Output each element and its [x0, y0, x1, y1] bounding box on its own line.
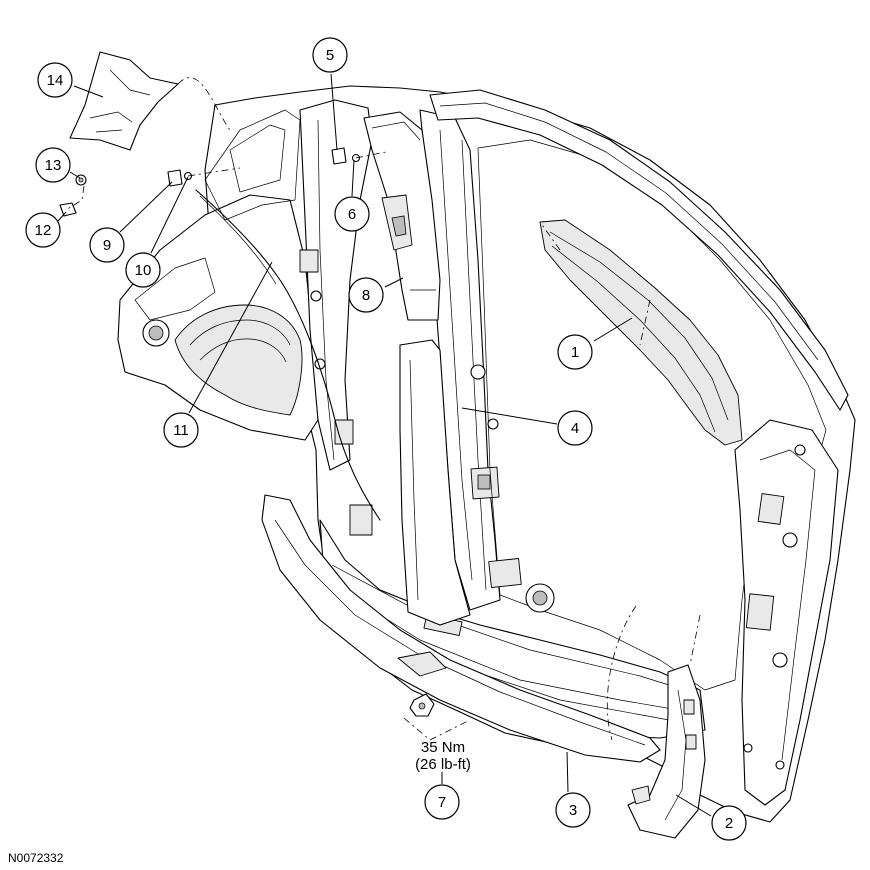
callout-2-circle — [711, 805, 747, 841]
callout-6-circle — [334, 196, 370, 232]
callout-6-label: 6 — [348, 206, 356, 223]
callout-13-circle — [35, 147, 71, 183]
callout-10-leader — [150, 176, 189, 254]
assembly-dashed-lines — [65, 77, 701, 741]
part-14-quarter-trim-panel — [69, 51, 179, 151]
callout-8-circle — [348, 277, 384, 313]
callout-1-label: 1 — [571, 344, 579, 361]
part-5-clip — [331, 147, 347, 165]
callout-2-label: 2 — [725, 815, 733, 832]
callout-10-label: 10 — [135, 262, 152, 279]
callout-4-leader — [461, 407, 558, 425]
callout-11-leader — [188, 261, 273, 414]
torque-imperial: (26 lb-ft) — [415, 756, 471, 773]
callout-13-leader — [69, 171, 81, 179]
part-3-scuff-plate — [261, 494, 661, 763]
callout-1-leader — [593, 317, 633, 342]
callout-5-leader — [330, 73, 338, 151]
callout-9-leader — [119, 181, 173, 233]
callout-11-label: 11 — [173, 422, 189, 439]
part-11-wiring — [195, 189, 381, 521]
part-2-cowl-side-trim — [627, 664, 706, 839]
callout-12-leader — [57, 211, 67, 222]
callout-7-label: 7 — [438, 794, 446, 811]
callout-6-leader — [351, 159, 355, 197]
callout-2-leader — [675, 794, 712, 817]
callout-9-circle — [89, 227, 125, 263]
part-7-bolt — [409, 693, 435, 717]
callout-1-circle — [557, 334, 593, 370]
callout-3-leader — [566, 751, 569, 793]
callout-14-leader — [73, 85, 104, 98]
figure-id: N0072332 — [8, 851, 64, 865]
callout-14-label: 14 — [47, 72, 64, 89]
callout-4-label: 4 — [571, 420, 579, 437]
part-8-center-pillar-trim — [363, 111, 441, 321]
callout-12-label: 12 — [35, 222, 52, 239]
part-1-roof-rail-trim — [539, 219, 743, 446]
callout-7-circle — [424, 784, 460, 820]
callout-3-circle — [555, 792, 591, 828]
callout-5-circle — [312, 37, 348, 73]
callout-14-circle — [37, 62, 73, 98]
callout-8-leader — [384, 277, 404, 288]
callout-12-circle — [25, 212, 61, 248]
callout-5-label: 5 — [326, 47, 334, 64]
callout-11-circle — [163, 412, 199, 448]
callout-8-label: 8 — [362, 287, 370, 304]
part-12-retainer-clip — [59, 202, 77, 217]
torque-metric: 35 Nm — [421, 739, 465, 756]
callout-3-label: 3 — [569, 802, 577, 819]
callout-9-label: 9 — [103, 237, 111, 254]
callout-10-circle — [125, 252, 161, 288]
part-4-lower-center-pillar-trim — [399, 339, 471, 626]
callout-4-circle — [557, 410, 593, 446]
callout-13-label: 13 — [45, 157, 62, 174]
